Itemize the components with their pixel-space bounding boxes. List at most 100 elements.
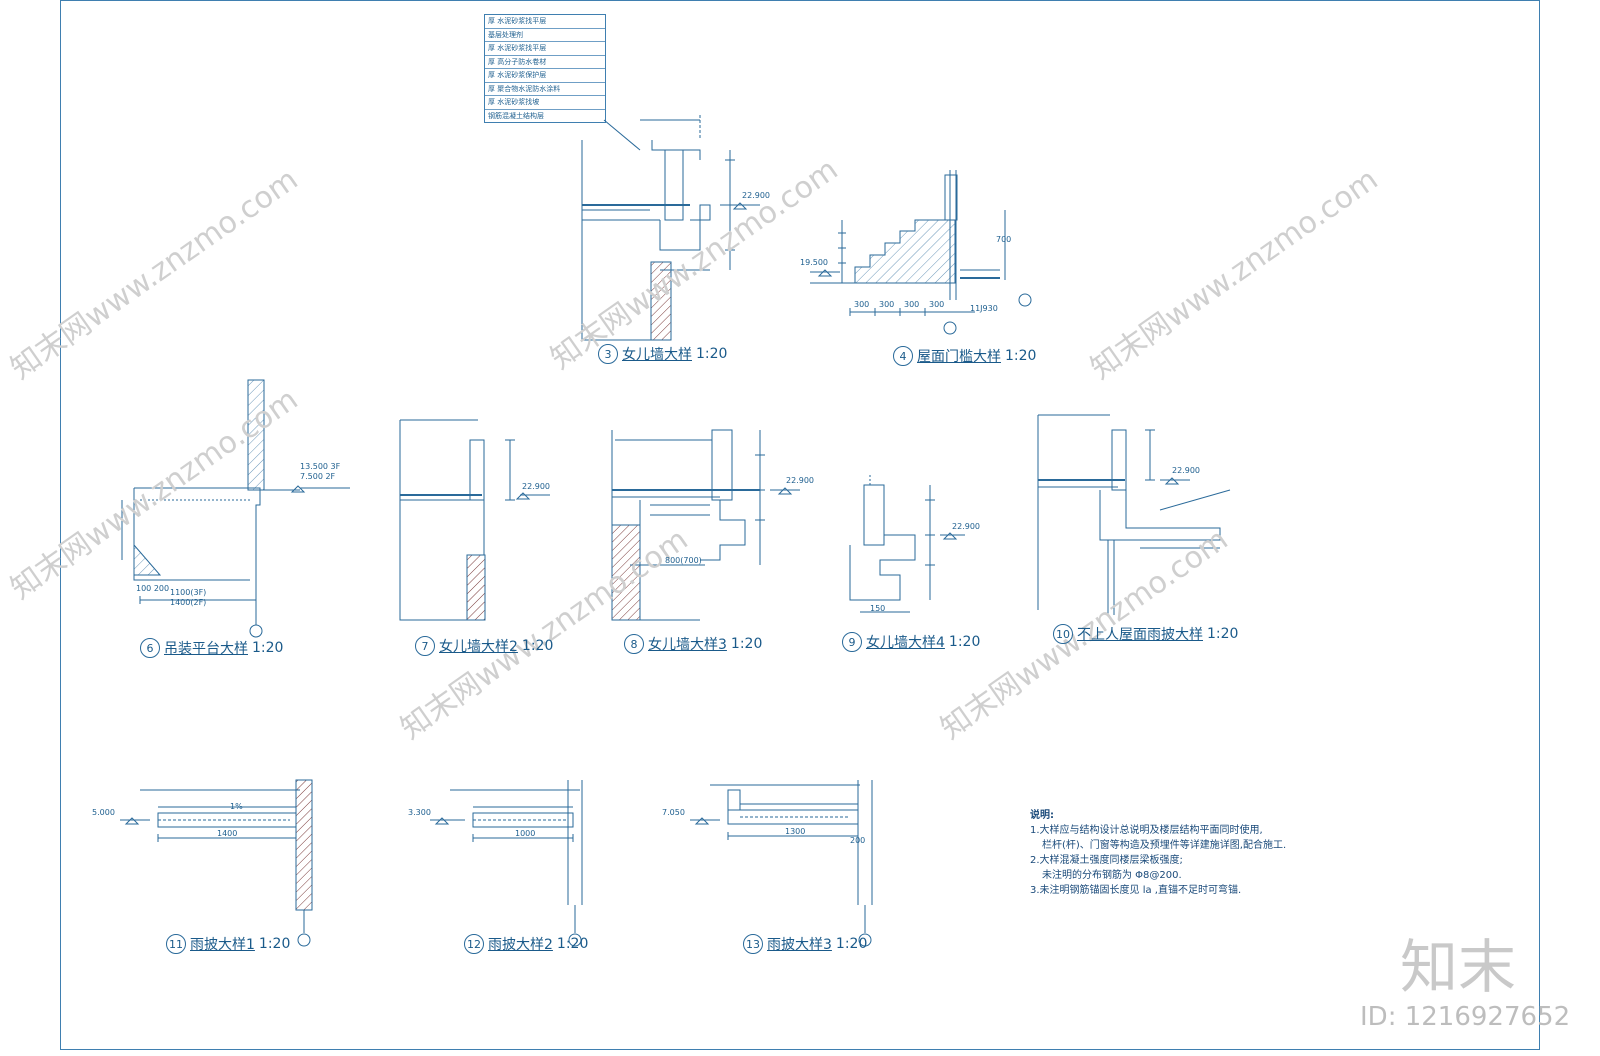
detail-number: 13 <box>743 934 763 954</box>
elevation-label: 13.500 3F <box>300 462 341 471</box>
detail-caption: 9 女儿墙大样4 1:20 <box>842 632 980 652</box>
detail-12-canopy-2 <box>430 780 583 947</box>
detail-title: 雨披大样2 <box>488 937 553 953</box>
notes-line: 1.大样应与结构设计总说明及楼层结构平面同时使用, <box>1030 825 1263 836</box>
detail-caption: 7 女儿墙大样2 1:20 <box>415 636 553 656</box>
notes-line: 3.未注明钢筋锚固长度见 la ,直锚不足时可弯锚. <box>1030 885 1242 896</box>
detail-caption: 3 女儿墙大样 1:20 <box>598 344 727 364</box>
dimension-label: 300 <box>904 300 920 309</box>
detail-9-parapet-4 <box>849 475 965 613</box>
legend-row: 厚 聚合物水泥防水涂料 <box>485 83 605 96</box>
legend-row: 厚 水泥砂浆保护层 <box>485 69 605 83</box>
dimension-label: 300 <box>929 300 945 309</box>
drawing-frame <box>60 0 1540 1050</box>
detail-number: 7 <box>415 636 435 656</box>
detail-scale: 1:20 <box>696 346 728 362</box>
detail-scale: 1:20 <box>556 936 589 952</box>
dimension-label: 100 200 <box>136 584 170 593</box>
detail-scale: 1:20 <box>252 640 284 656</box>
detail-title: 吊装平台大样 <box>164 641 248 657</box>
elevation-label: 22.900 <box>742 191 770 200</box>
elevation-label: 22.900 <box>786 476 814 485</box>
dimension-label: 1400(2F) <box>170 598 207 607</box>
elevation-label: 22.900 <box>952 522 980 531</box>
detail-scale: 1:20 <box>1207 626 1239 642</box>
general-notes: 说明: 1.大样应与结构设计总说明及楼层结构平面同时使用, 栏杆(杆)、门窗等构… <box>1030 808 1286 898</box>
detail-title: 女儿墙大样2 <box>439 639 518 655</box>
detail-title: 女儿墙大样 <box>622 347 692 363</box>
detail-caption: 6 吊装平台大样 1:20 <box>140 638 283 658</box>
elevation-label: 7.500 2F <box>300 472 336 481</box>
detail-number: 4 <box>893 346 913 366</box>
detail-7-parapet-2 <box>399 419 550 621</box>
dimension-label: 1100(3F) <box>170 588 207 597</box>
notes-line: 2.大样混凝土强度同楼层梁板强度; <box>1030 855 1183 866</box>
dimension-label: 800(700) <box>665 556 702 565</box>
detail-8-parapet-3 <box>611 429 800 621</box>
elevation-label: 5.000 <box>92 808 115 817</box>
dimension-label: 300 <box>879 300 895 309</box>
detail-scale: 1:20 <box>1005 348 1037 364</box>
detail-scale: 1:20 <box>521 638 554 654</box>
detail-number: 9 <box>842 632 862 652</box>
detail-title: 女儿墙大样3 <box>648 637 727 653</box>
detail-title: 雨披大样1 <box>190 937 255 953</box>
detail-11-canopy-1 <box>120 779 313 947</box>
detail-title: 女儿墙大样4 <box>866 635 945 651</box>
detail-caption: 8 女儿墙大样3 1:20 <box>624 634 762 654</box>
watermark-text: 知末网www.znzmo.com <box>1085 162 1385 387</box>
detail-title: 雨披大样3 <box>767 937 832 953</box>
legend-row: 钢筋混凝土结构层 <box>488 111 544 120</box>
detail-6-hoisting-platform <box>121 379 350 638</box>
dimension-label: 11J930 <box>970 304 998 313</box>
detail-scale: 1:20 <box>948 634 981 650</box>
detail-caption: 4 屋面门槛大样 1:20 <box>893 346 1036 366</box>
roof-layer-legend: 厚 水泥砂浆找平层 基层处理剂 厚 水泥砂浆找平层 厚 高分子防水卷材 厚 水泥… <box>484 14 606 123</box>
dimension-label: 1% <box>230 802 243 811</box>
detail-caption: 12 雨披大样2 1:20 <box>464 934 588 954</box>
detail-scale: 1:20 <box>730 636 763 652</box>
detail-number: 3 <box>598 344 618 364</box>
detail-13-canopy-3 <box>690 780 873 947</box>
notes-title: 说明: <box>1030 810 1054 821</box>
detail-title: 屋面门槛大样 <box>917 349 1001 365</box>
elevation-label: 19.500 <box>800 258 828 267</box>
legend-leader <box>603 119 641 151</box>
watermark-brand: 知末 <box>1400 933 1517 1001</box>
detail-scale: 1:20 <box>258 936 291 952</box>
legend-row: 基层处理剂 <box>485 29 605 42</box>
elevation-label: 22.900 <box>522 482 550 491</box>
dimension-label: 1300 <box>785 827 806 836</box>
dimension-label: 200 <box>850 836 866 845</box>
detail-4-door-sill <box>810 170 1032 335</box>
elevation-label: 22.900 <box>1172 466 1200 475</box>
detail-title: 不上人屋面雨披大样 <box>1077 627 1203 643</box>
notes-line: 栏杆(杆)、门窗等构造及预埋件等详建施详图,配合施工. <box>1042 840 1287 851</box>
dimension-label: 1400 <box>217 829 238 838</box>
detail-number: 12 <box>464 934 484 954</box>
elevation-label: 7.050 <box>662 808 685 817</box>
detail-number: 11 <box>166 934 186 954</box>
detail-number: 6 <box>140 638 160 658</box>
dimension-label: 1000 <box>515 829 536 838</box>
elevation-label: 3.300 <box>408 808 431 817</box>
detail-3-parapet <box>581 115 760 341</box>
detail-10-roof-canopy <box>1037 414 1231 615</box>
detail-scale: 1:20 <box>835 936 868 952</box>
detail-number: 10 <box>1053 624 1073 644</box>
elevation-markers <box>124 202 1180 825</box>
watermark-text: 知末网www.znzmo.com <box>5 162 305 387</box>
detail-caption: 13 雨披大样3 1:20 <box>743 934 867 954</box>
detail-caption: 11 雨披大样1 1:20 <box>166 934 290 954</box>
dimension-label: 150 <box>870 604 886 613</box>
detail-number: 8 <box>624 634 644 654</box>
notes-line: 未注明的分布钢筋为 Φ8@200. <box>1042 870 1182 881</box>
dimension-label: 700 <box>996 235 1012 244</box>
legend-row: 厚 水泥砂浆找平层 <box>485 42 605 56</box>
legend-row: 厚 高分子防水卷材 <box>485 56 605 69</box>
detail-caption: 10 不上人屋面雨披大样 1:20 <box>1053 624 1238 644</box>
watermark-id: ID: 1216927652 <box>1360 1002 1571 1032</box>
dimension-label: 300 <box>854 300 870 309</box>
legend-row: 厚 水泥砂浆找平层 <box>485 15 605 29</box>
